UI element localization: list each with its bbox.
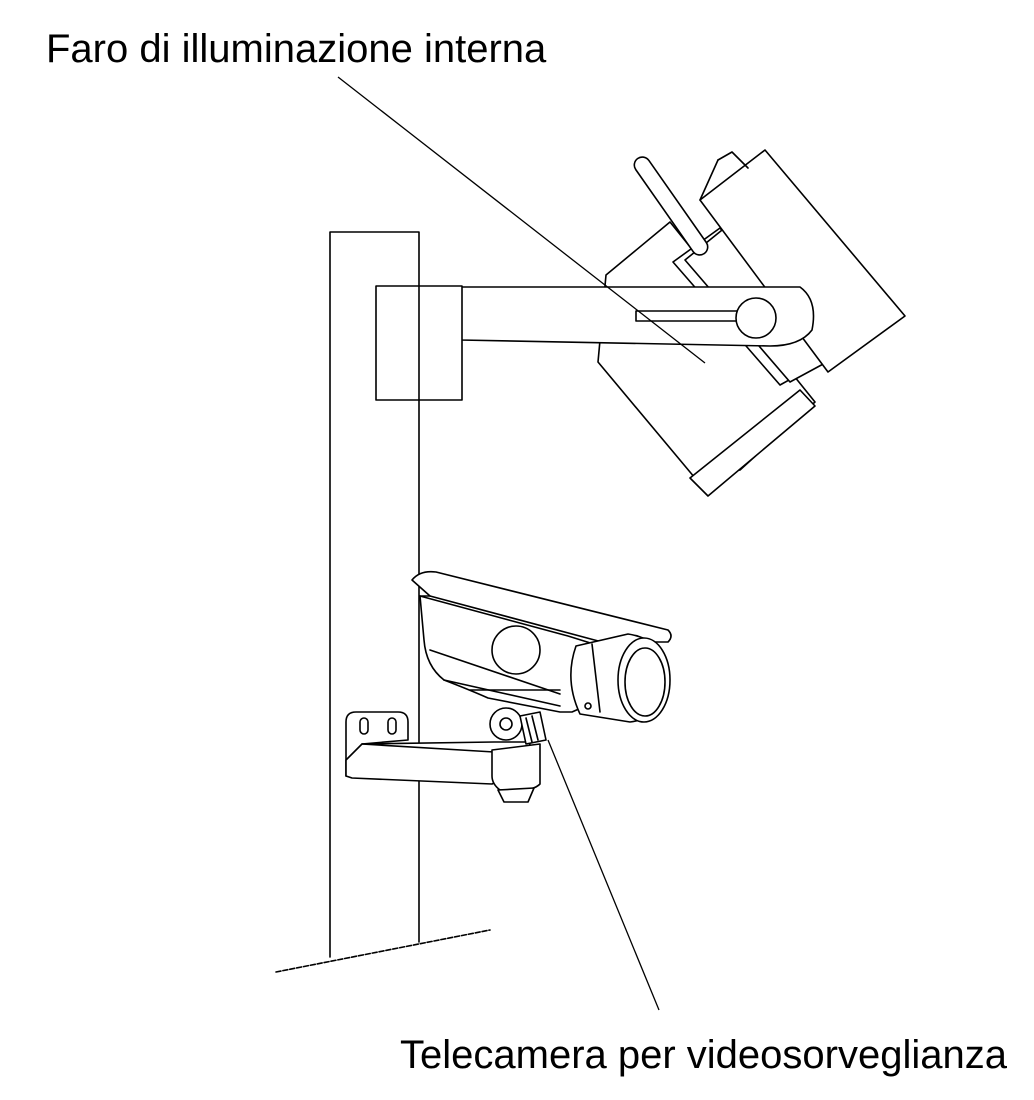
camera-leader bbox=[547, 739, 660, 1011]
floodlight-leader bbox=[337, 76, 706, 364]
camera-label: Telecamera per videosorveglianza bbox=[400, 1033, 1008, 1077]
camera-sunshield bbox=[411, 570, 672, 643]
ground-line bbox=[275, 929, 491, 973]
pivot-knob bbox=[735, 297, 777, 339]
floodlight-label: Faro di illuminazione interna bbox=[46, 27, 547, 71]
floodlight-rod bbox=[633, 156, 709, 256]
camera-assembly bbox=[345, 570, 672, 803]
camera-bracket-knuckle bbox=[491, 743, 541, 791]
arm-slot bbox=[635, 310, 743, 322]
floodlight-assembly bbox=[375, 149, 906, 497]
camera-lens-glass bbox=[624, 647, 666, 717]
floodlight-rear-cap bbox=[689, 389, 816, 497]
camera-swivel bbox=[489, 707, 523, 741]
